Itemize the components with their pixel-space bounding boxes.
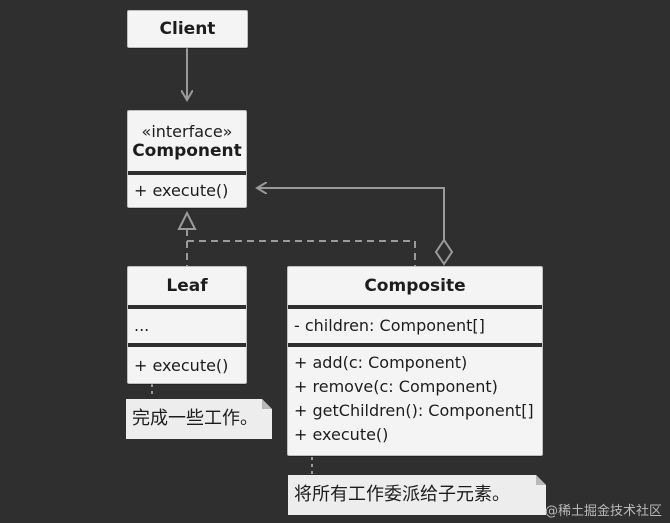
leaf-fields: ...	[128, 309, 246, 343]
composite-title: Composite	[364, 276, 466, 296]
component-header: «interface» Component	[128, 111, 246, 171]
watermark: @稀土掘金技术社区	[544, 504, 662, 519]
component-method: + execute()	[134, 181, 229, 200]
leaf-box: Leaf ... + execute()	[127, 266, 247, 384]
realization-triangle	[177, 210, 197, 230]
composite-method: + remove(c: Component)	[294, 377, 498, 396]
composite-box: Composite - children: Component[] + add(…	[287, 266, 543, 456]
aggregation-diamond	[434, 238, 454, 266]
composite-fields: - children: Component[]	[288, 309, 542, 343]
composite-method: + execute()	[294, 425, 389, 444]
leaf-method: + execute()	[134, 356, 229, 375]
leaf-header: Leaf	[128, 267, 246, 305]
component-stereotype: «interface»	[141, 121, 233, 141]
component-title: Component	[132, 140, 242, 161]
composite-header: Composite	[288, 267, 542, 305]
composite-methods: + add(c: Component) + remove(c: Componen…	[288, 351, 542, 447]
leaf-methods: + execute()	[128, 347, 246, 383]
note-fold-icon	[536, 475, 546, 485]
leaf-title: Leaf	[166, 276, 208, 296]
composite-field: - children: Component[]	[294, 316, 485, 335]
leaf-note: 完成一些工作。	[126, 399, 272, 439]
leaf-field: ...	[134, 316, 150, 335]
client-box: Client	[127, 10, 248, 48]
note-fold-icon	[262, 399, 272, 409]
component-box: «interface» Component + execute()	[127, 110, 247, 208]
composite-method: + getChildren(): Component[]	[294, 401, 534, 420]
leaf-note-text: 完成一些工作。	[132, 408, 258, 429]
client-title: Client	[159, 19, 216, 39]
composite-aggregation-line	[257, 188, 445, 240]
composite-method: + add(c: Component)	[294, 353, 468, 372]
composite-note-text: 将所有工作委派给子元素。	[294, 484, 510, 505]
component-methods: + execute()	[128, 175, 246, 203]
composite-note: 将所有工作委派给子元素。	[288, 475, 546, 515]
